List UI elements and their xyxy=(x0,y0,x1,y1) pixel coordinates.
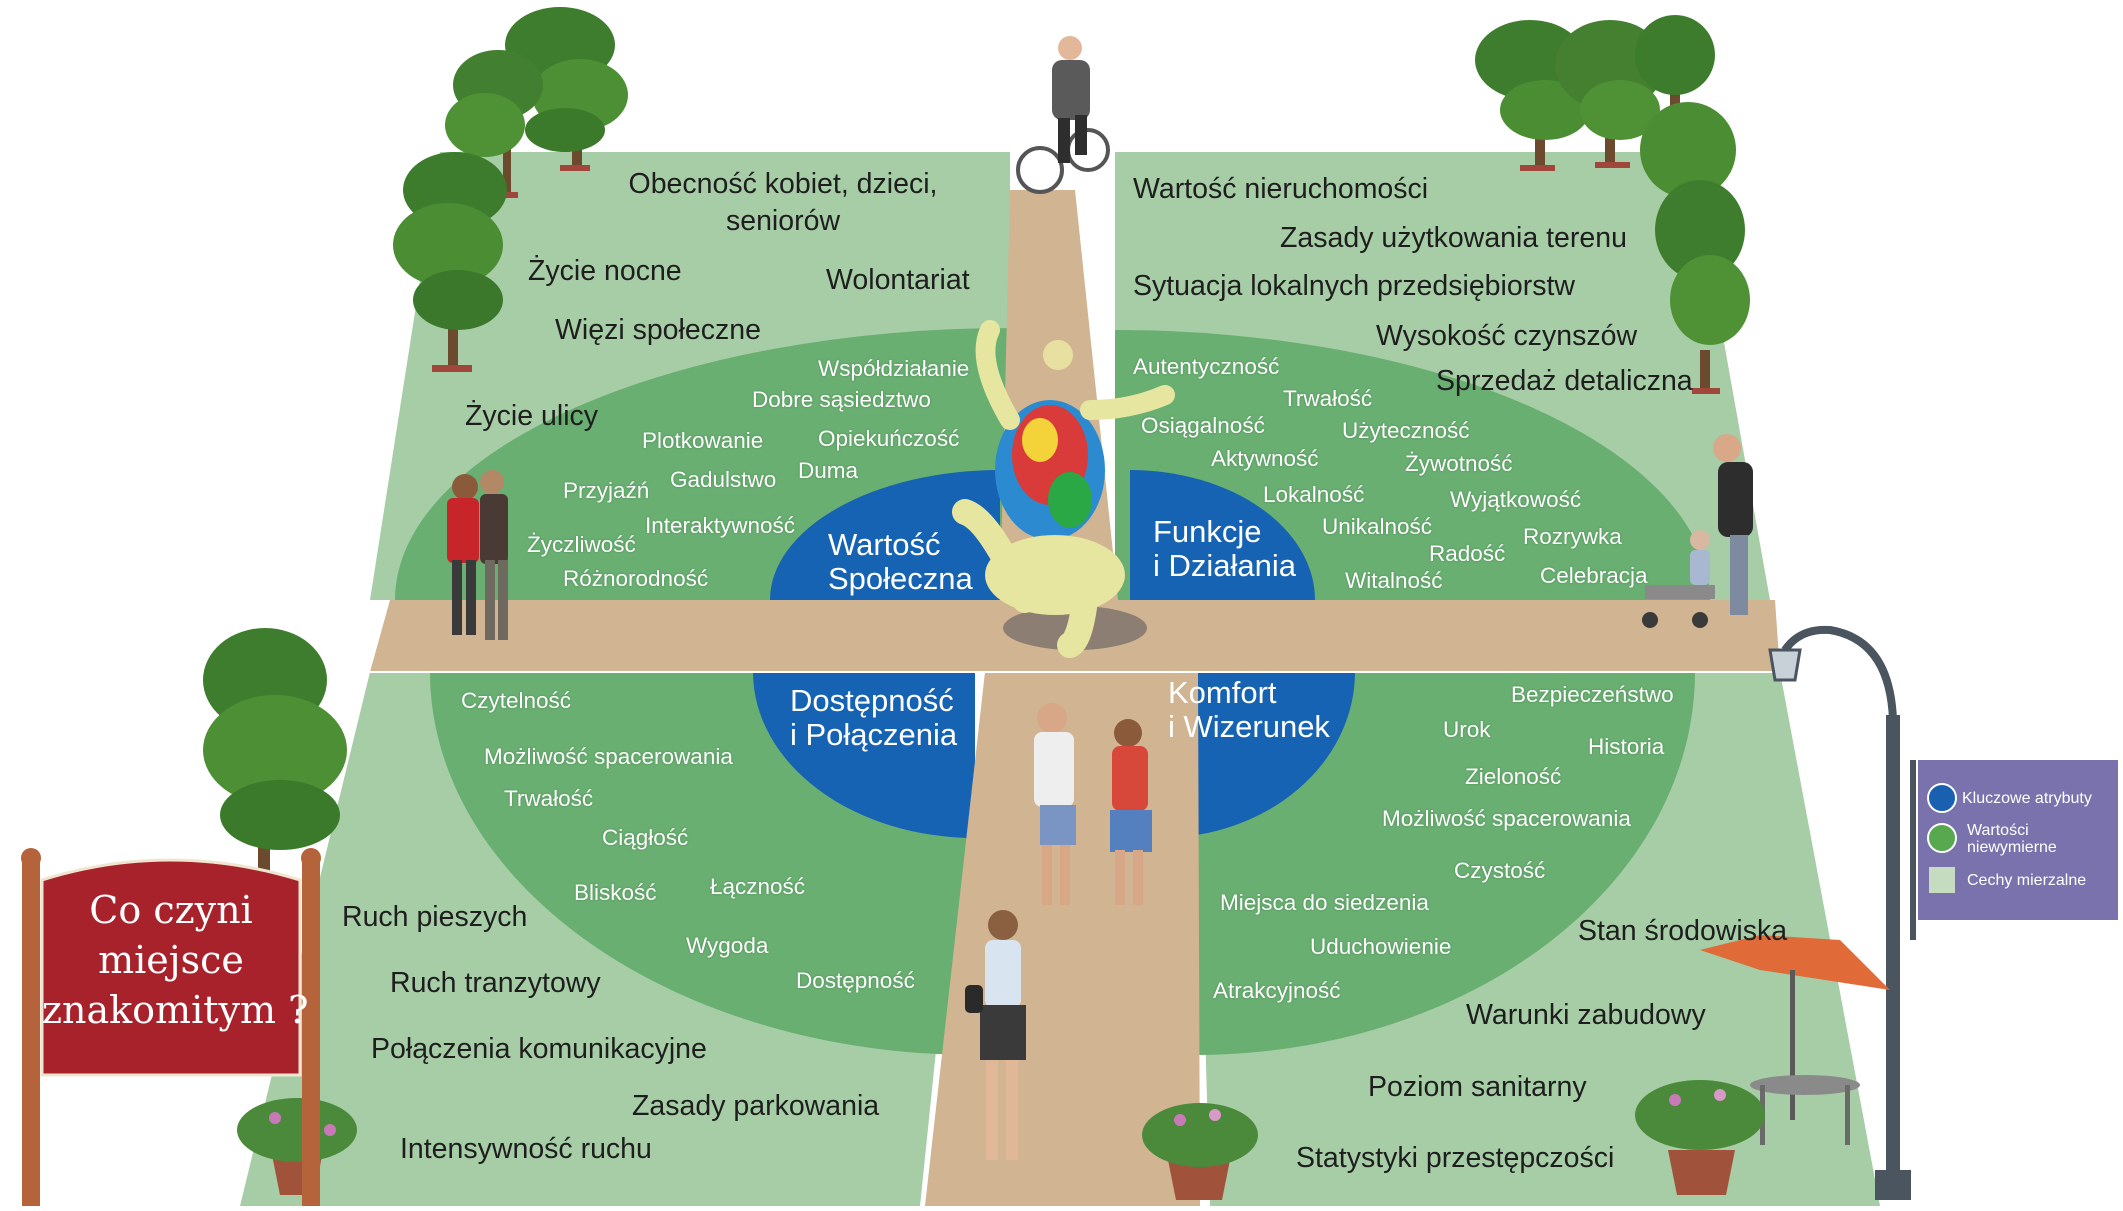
core-quadrant-social xyxy=(770,470,1000,600)
elderly-couple-figure xyxy=(1034,703,1152,905)
intangible-label: Dostępność xyxy=(796,968,915,993)
intangible-label: Uduchowienie xyxy=(1310,934,1452,959)
intangible-label: Miejsca do siedzenia xyxy=(1220,890,1429,915)
intangible-label: Użyteczność xyxy=(1342,418,1470,443)
measurement-label: Statystyki przestępczości xyxy=(1296,1142,1615,1174)
legend-swatch-measurement xyxy=(1929,867,1955,893)
core-quadrant-access xyxy=(753,672,975,838)
core-quadrant-uses xyxy=(1130,470,1315,600)
intangible-label: Autentyczność xyxy=(1133,354,1280,379)
measurement-label: Obecność kobiet, dzieci,seniorów xyxy=(628,168,938,237)
measurement-label: Stan środowiska xyxy=(1578,915,1788,947)
intangible-label: Bliskość xyxy=(574,880,657,905)
intangible-label: Opiekuńczość xyxy=(818,426,960,451)
measurement-label: Sprzedaż detaliczna xyxy=(1436,365,1693,397)
intangible-label: Łączność xyxy=(710,874,806,899)
intangible-label: Gadulstwo xyxy=(670,467,777,492)
tree-icon xyxy=(203,628,347,900)
measurement-label: Wolontariat xyxy=(826,264,970,296)
intangible-label: Życzliwość xyxy=(527,532,636,557)
tree-icon xyxy=(1475,20,1590,171)
intangible-label: Wyjątkowość xyxy=(1450,487,1582,512)
measurement-label: Wysokość czynszów xyxy=(1376,320,1638,352)
woman-walking-figure xyxy=(965,910,1026,1160)
intangible-label: Różnorodność xyxy=(563,566,709,591)
measurement-label: Sytuacja lokalnych przedsiębiorstw xyxy=(1133,270,1575,302)
legend-label-key: Kluczowe atrybuty xyxy=(1962,790,2092,807)
intangible-label: Interaktywność xyxy=(645,513,796,538)
intangible-label: Współdziałanie xyxy=(818,356,970,381)
intangible-label: Możliwość spacerowania xyxy=(1382,806,1631,831)
intangible-label: Dobre sąsiedztwo xyxy=(752,387,931,412)
intangible-label: Historia xyxy=(1588,734,1665,759)
measurement-label: Poziom sanitarny xyxy=(1368,1071,1587,1103)
measurement-label: Życie nocne xyxy=(528,255,682,287)
flower-pot-icon xyxy=(1142,1103,1258,1200)
legend-swatch-intangible xyxy=(1927,823,1957,853)
intangible-label: Wygoda xyxy=(686,933,769,958)
intangible-label: Czystość xyxy=(1454,858,1546,883)
measurement-label: Życie ulicy xyxy=(465,400,599,432)
measurement-label: Zasady parkowania xyxy=(632,1090,880,1122)
intangible-label: Żywotność xyxy=(1405,451,1513,476)
measurement-label: Intensywność ruchu xyxy=(400,1133,652,1165)
intangible-label: Ciągłość xyxy=(602,825,689,850)
intangible-label: Unikalność xyxy=(1322,514,1433,539)
tree-icon xyxy=(445,50,543,198)
parent-with-stroller-figure xyxy=(1642,434,1753,628)
intangible-label: Duma xyxy=(798,458,859,483)
intangible-label: Osiągalność xyxy=(1141,413,1265,438)
intangible-label: Zieloność xyxy=(1465,764,1562,789)
ring-quadrant-comfort xyxy=(1195,672,1695,1055)
intangible-label: Atrakcyjność xyxy=(1213,978,1341,1003)
measurement-label: Połączenia komunikacyjne xyxy=(371,1033,707,1065)
intangible-label: Trwałość xyxy=(504,786,594,811)
intangible-label: Trwałość xyxy=(1283,386,1373,411)
legend-banner xyxy=(1910,760,2118,940)
intangible-label: Urok xyxy=(1443,717,1491,742)
intangible-label: Lokalność xyxy=(1263,482,1365,507)
intangible-label: Przyjaźń xyxy=(563,478,650,503)
street-lamp-icon xyxy=(1768,625,1911,1200)
statue-figure xyxy=(952,320,1175,658)
measurement-label: Wartość nieruchomości xyxy=(1133,173,1429,205)
flower-pot-icon xyxy=(1635,1080,1765,1195)
cyclist-figure xyxy=(1016,36,1110,194)
intangible-label: Rozrywka xyxy=(1523,524,1622,549)
measurement-label: Ruch pieszych xyxy=(342,901,528,933)
walking-couple-figure xyxy=(447,470,508,640)
core-quadrant-comfort xyxy=(1160,672,1355,838)
measurement-label: Warunki zabudowy xyxy=(1466,999,1706,1031)
intangible-label: Aktywność xyxy=(1211,446,1319,471)
tree-icon xyxy=(393,152,507,372)
intangible-label: Możliwość spacerowania xyxy=(484,744,733,769)
intangible-label: Radość xyxy=(1429,541,1506,566)
measurement-label: Więzi społeczne xyxy=(555,314,761,346)
legend-label-measurement: Cechy mierzalne xyxy=(1967,872,2087,889)
measurement-label: Zasady użytkowania terenu xyxy=(1280,222,1627,254)
sign-board xyxy=(21,848,321,1206)
tree-icon xyxy=(1635,15,1750,394)
intangible-label: Celebracja xyxy=(1540,563,1648,588)
intangible-label: Plotkowanie xyxy=(642,428,764,453)
legend-swatch-key xyxy=(1927,783,1957,813)
intangible-label: Czytelność xyxy=(461,688,572,713)
intangible-label: Witalność xyxy=(1345,568,1443,593)
measurement-label: Ruch tranzytowy xyxy=(390,967,601,999)
intangible-label: Bezpieczeństwo xyxy=(1511,682,1674,707)
